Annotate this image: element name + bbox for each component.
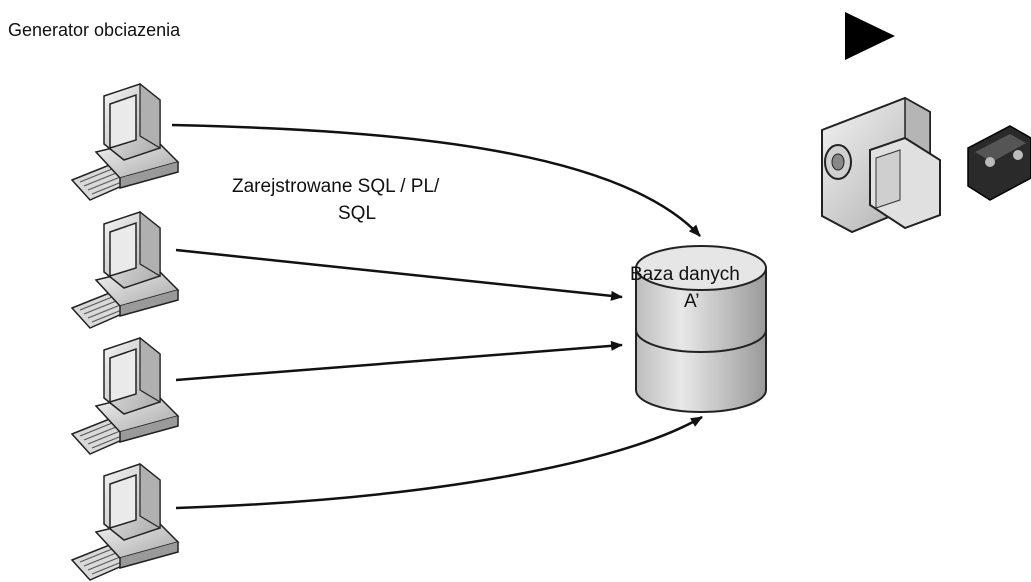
play-icon <box>845 12 895 60</box>
computer-icon <box>71 463 179 581</box>
client-computer-1 <box>71 83 179 201</box>
computer-icon <box>71 83 179 201</box>
arrow-label-line-2: SQL <box>338 203 377 224</box>
computer-icon <box>71 337 179 455</box>
computer-icon <box>71 211 179 329</box>
video-camera-icon <box>821 96 941 234</box>
database-label-line-2: A’ <box>684 291 700 312</box>
diagram-title: Generator obciazenia <box>8 20 181 40</box>
database-cylinder-icon <box>635 245 767 413</box>
arrow-label-line-1: Zarejstrowane SQL / PL/ <box>232 176 440 197</box>
arrow-client-2 <box>175 248 623 301</box>
arrow-client-3 <box>175 340 623 382</box>
arrow-client-1 <box>171 123 701 237</box>
arrow-client-4 <box>175 415 703 510</box>
client-computer-2 <box>71 211 179 329</box>
client-computer-4 <box>71 463 179 581</box>
database-label-line-1: Baza danych <box>630 264 740 285</box>
client-computer-3 <box>71 337 179 455</box>
video-cassette-icon <box>967 125 1031 201</box>
